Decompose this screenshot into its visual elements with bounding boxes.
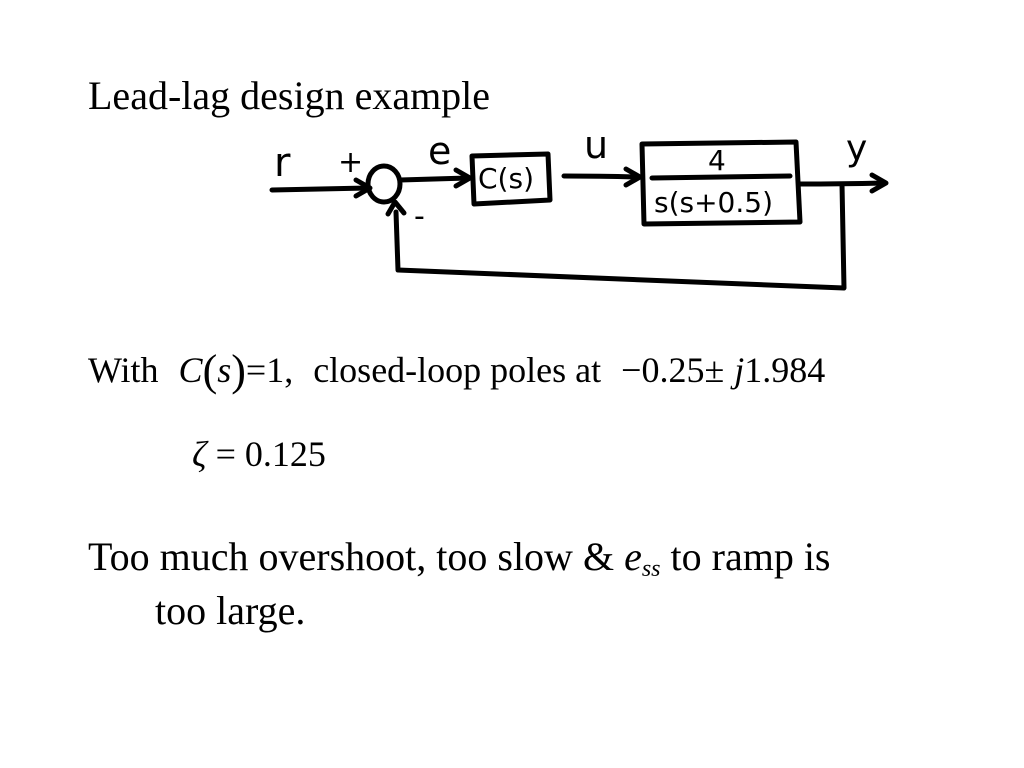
plant-fraction-bar <box>649 173 793 181</box>
feedback-arrowhead <box>385 199 407 217</box>
e-subscript: ss <box>641 556 661 582</box>
input-arrow <box>269 185 371 193</box>
output-label: y <box>846 128 867 169</box>
error-arrowhead <box>453 167 473 189</box>
equation-prefix: With <box>88 350 159 390</box>
plant-box <box>639 139 803 227</box>
zeta-symbol: ζ <box>192 434 207 474</box>
equation-line: With C(s)=1, closed-loop poles at −0.25±j1.… <box>88 346 825 395</box>
conclusion-text: Too much overshoot, too slow & ess to ra… <box>88 530 968 638</box>
damping-line: ζ = 0.125 <box>192 430 326 478</box>
damping-value: = 0.125 <box>215 434 326 474</box>
control-arrow <box>561 173 641 180</box>
pole-real: −0.25± <box>621 350 725 390</box>
plant-numerator: 4 <box>708 144 726 177</box>
control-label: u <box>584 123 608 167</box>
output-arrowhead <box>869 172 889 194</box>
feedback-path <box>393 181 847 291</box>
paren-close: ) <box>231 346 246 395</box>
paren-open: ( <box>202 346 218 395</box>
conclusion-part2: to ramp is <box>670 534 831 579</box>
controller-label: C(s) <box>478 162 534 195</box>
error-arrow <box>397 175 471 183</box>
conclusion-part1: Too much overshoot, too slow & <box>88 534 615 579</box>
poles-description: closed-loop poles at <box>313 350 602 390</box>
summing-junction <box>365 163 403 205</box>
equals-value: =1, <box>245 350 294 390</box>
e-symbol: e <box>624 534 642 579</box>
error-label: e <box>428 129 451 173</box>
input-label: r <box>274 140 291 186</box>
minus-sign: - <box>414 199 425 234</box>
pole-j: j <box>734 350 745 390</box>
pole-imag: 1.984 <box>744 350 826 390</box>
slide-title: Lead-lag design example <box>88 73 491 118</box>
plus-sign: + <box>338 145 363 180</box>
function-arg: s <box>217 350 232 390</box>
plant-denominator: s(s+0.5) <box>654 186 773 219</box>
controller-box <box>469 151 553 207</box>
control-arrowhead <box>623 166 643 188</box>
conclusion-line2: too large. <box>155 588 306 633</box>
function-name: C <box>178 350 203 390</box>
